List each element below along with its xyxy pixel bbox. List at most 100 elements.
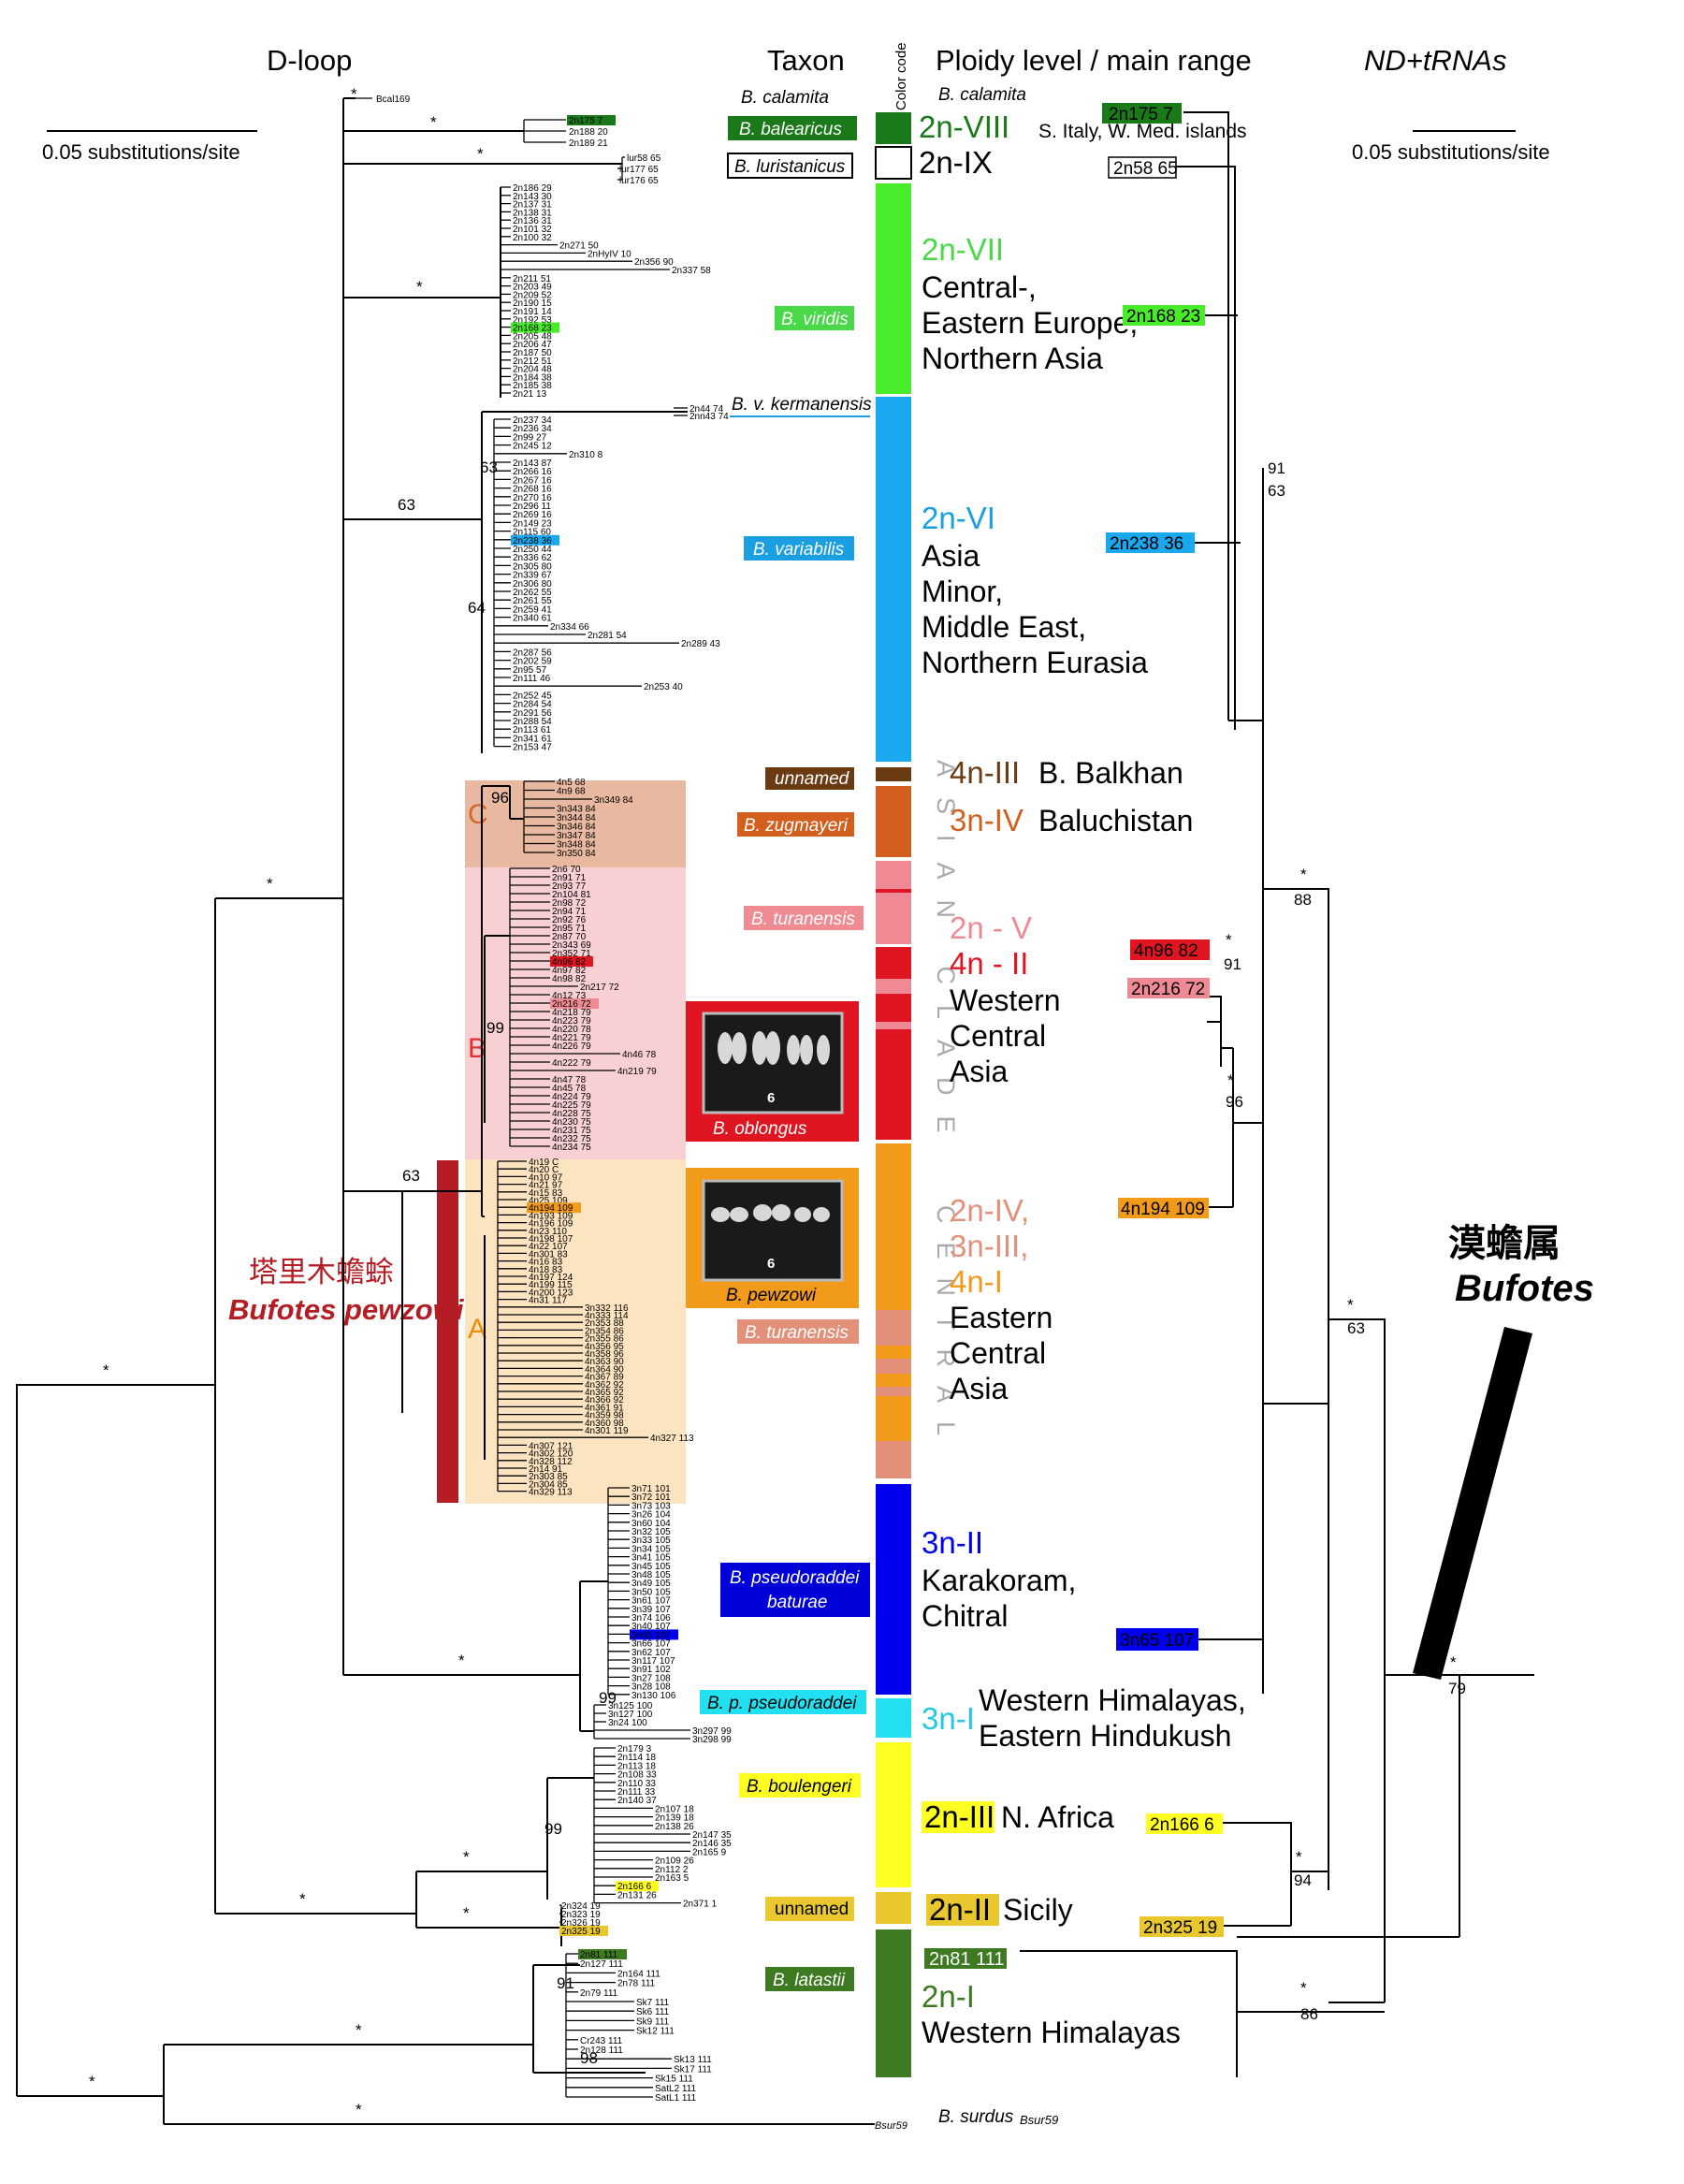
tip-clade-a: 4n362 92 xyxy=(585,1380,624,1390)
tip-clade-a: 4n333 114 xyxy=(585,1311,629,1321)
karyotype-oblongus-label: B. oblongus xyxy=(713,1119,807,1139)
tip-clade-a: 2n353 88 xyxy=(585,1318,624,1329)
tip-clade-a: 4n327 113 xyxy=(650,1434,694,1444)
tip-clade-b: 2n6 70 xyxy=(552,865,581,875)
tip-pseudoraddei-baturae: 3n27 108 xyxy=(632,1673,671,1683)
tip-boulengeri: 2n165 9 xyxy=(692,1847,727,1857)
svg-text:B. surdus: B. surdus xyxy=(938,2107,1014,2127)
tip-clade-b: 2n95 71 xyxy=(552,924,587,934)
svg-text:*: * xyxy=(299,1890,306,1908)
tip-p-pseudoraddei: 3n127 100 xyxy=(608,1710,653,1720)
tip-clade-b: 4n218 79 xyxy=(552,1008,591,1018)
svg-text:*: * xyxy=(1347,1296,1354,1314)
tip-clade-b: 4n226 79 xyxy=(552,1041,591,1052)
tip-pseudoraddei-baturae: 3n40 107 xyxy=(632,1622,671,1632)
svg-text:6: 6 xyxy=(767,1256,775,1272)
tip-viridis: 2n136 31 xyxy=(513,216,552,226)
tip-clade-a: 4n365 92 xyxy=(585,1388,624,1398)
tip-clade-c: 3n343 84 xyxy=(557,805,596,815)
tip-viridis: 2n209 52 xyxy=(513,290,552,300)
tip-variabilis: 2n306 80 xyxy=(513,579,552,590)
tip-clade-b: 4n45 78 xyxy=(552,1084,587,1094)
tip-balearicus: 2n189 21 xyxy=(569,138,608,149)
svg-text:*: * xyxy=(267,875,273,893)
taxon-zugmayeri: B. zugmayeri xyxy=(744,816,849,836)
svg-text:96: 96 xyxy=(1226,1093,1243,1111)
ploidy-range-column: B. calamita 2n-VIII S. Italy, W. Med. is… xyxy=(919,85,1247,2127)
svg-text:3n-I: 3n-I xyxy=(922,1701,975,1736)
svg-text:*: * xyxy=(1450,1653,1457,1671)
taxon-turanensis2-box xyxy=(737,1319,859,1344)
tip-variabilis: 2n267 16 xyxy=(513,475,552,486)
tip-clade-b: 2n87 70 xyxy=(552,932,587,942)
tip-boulengeri: 2n108 33 xyxy=(617,1770,657,1781)
svg-text:Western Himalayas: Western Himalayas xyxy=(922,2016,1181,2049)
tip-viridis: 2n211 51 xyxy=(513,274,551,284)
nd-header: ND+tRNAs xyxy=(1364,44,1506,77)
tip-variabilis: 2n238 36 xyxy=(513,536,552,546)
svg-text:99: 99 xyxy=(486,1019,504,1037)
taxon-turanensis2: B. turanensis xyxy=(745,1323,849,1343)
tip-luristanicus: lur58 65 xyxy=(627,153,661,164)
tip-clade-a: 4n302 120 xyxy=(529,1449,573,1460)
tip-clade-a: 2n355 86 xyxy=(585,1334,624,1345)
tip-viridis: 2n205 48 xyxy=(513,331,552,342)
tip-balearicus: 2n175 7 xyxy=(569,116,603,126)
svg-text:63: 63 xyxy=(398,496,415,514)
tip-boulengeri: 2n166 6 xyxy=(617,1882,652,1892)
svg-text:2n166 6: 2n166 6 xyxy=(1150,1815,1214,1835)
tip-bcal: Bcal169 xyxy=(376,95,411,105)
tip-viridis: 2n143 30 xyxy=(513,192,552,202)
svg-text:2n-VII: 2n-VII xyxy=(922,232,1004,267)
tip-clade-b: 4n232 75 xyxy=(552,1134,591,1144)
tip-variabilis: 2n281 54 xyxy=(588,631,627,641)
tip-viridis: 2n184 38 xyxy=(513,372,552,383)
tip-latastii: Sk15 111 xyxy=(655,2075,693,2085)
tip-clade-b: 2n92 76 xyxy=(552,915,587,925)
svg-text:3n-II: 3n-II xyxy=(922,1525,983,1560)
svg-text:*: * xyxy=(356,2101,362,2118)
svg-text:*: * xyxy=(463,1904,470,1922)
tip-clade-a: 4n15 83 xyxy=(529,1188,563,1199)
tip-variabilis: 2n95 57 xyxy=(513,665,547,676)
tip-pseudoraddei-baturae: 3n49 105 xyxy=(632,1579,671,1589)
tip-variabilis: 2n291 56 xyxy=(513,708,552,719)
tip-pseudoraddei-baturae: 3n66 107 xyxy=(632,1639,671,1650)
svg-text:99: 99 xyxy=(544,1820,562,1838)
clade-c-letter: C xyxy=(468,799,488,830)
tip-viridis: 2n185 38 xyxy=(513,381,552,391)
tip-variabilis: 2n153 47 xyxy=(513,743,552,753)
tip-clade-a: 4n358 96 xyxy=(585,1349,624,1360)
tip-variabilis: 2n245 12 xyxy=(513,442,552,452)
taxon-viridis-box xyxy=(775,306,854,330)
svg-text:2n168 23: 2n168 23 xyxy=(1126,307,1200,327)
tip-variabilis: 2n339 67 xyxy=(513,571,552,581)
tip-variabilis: 2n287 56 xyxy=(513,648,552,658)
svg-text:2n-IV,: 2n-IV, xyxy=(950,1193,1029,1228)
tip-clade-a: 4n360 98 xyxy=(585,1419,624,1429)
taxon-luristanicus: B. luristanicus xyxy=(734,157,846,177)
tip-latastii: 2n127 111 xyxy=(580,1959,623,1970)
svg-text:63: 63 xyxy=(1268,482,1285,500)
tip-latastii: SatL1 111 xyxy=(655,2093,697,2104)
svg-text:Karakoram,: Karakoram, xyxy=(922,1564,1076,1597)
svg-text:6: 6 xyxy=(767,1090,775,1106)
tip-viridis: 2n137 31 xyxy=(513,200,552,211)
tip-clade-b: 2n343 69 xyxy=(552,940,591,951)
tip-pseudoraddei-baturae: 3n74 106 xyxy=(632,1613,671,1623)
svg-text:*: * xyxy=(356,2021,362,2039)
tip-pseudoraddei-baturae: 3n61 107 xyxy=(632,1596,671,1607)
tip-clade-a: 4n20 C xyxy=(529,1165,559,1175)
tip-boulengeri: 2n138 26 xyxy=(655,1822,694,1832)
tip-variabilis: 2n261 55 xyxy=(513,596,552,606)
svg-text:*: * xyxy=(103,1361,109,1379)
taxon-calamita: B. calamita xyxy=(741,88,829,108)
svg-text:2n238 36: 2n238 36 xyxy=(1110,534,1183,554)
tip-highlight xyxy=(511,322,559,333)
taxon-variabilis: B. variabilis xyxy=(753,540,845,560)
svg-text:*: * xyxy=(430,113,437,131)
tip-variabilis: 2n336 62 xyxy=(513,553,552,563)
tip-clade-a: 4n359 98 xyxy=(585,1411,624,1421)
tip-pseudoraddei-baturae: 3n33 105 xyxy=(632,1536,671,1546)
